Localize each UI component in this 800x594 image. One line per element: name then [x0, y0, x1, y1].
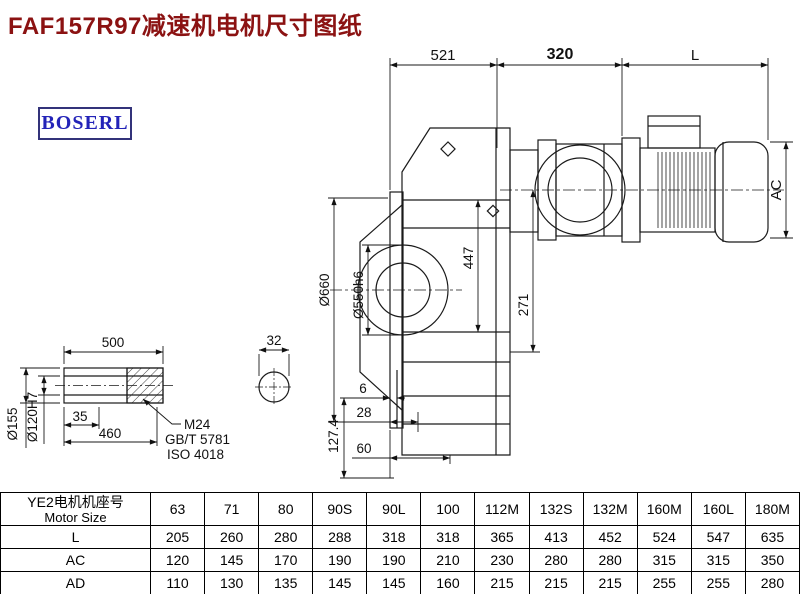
- dimension-value-cell: 170: [258, 548, 314, 572]
- dimension-value-cell: 547: [690, 525, 746, 549]
- dimension-value-cell: 215: [528, 571, 584, 594]
- gearbox-housing: [401, 127, 511, 456]
- dimension-value-cell: 280: [744, 571, 800, 594]
- dim-label-60: 60: [356, 441, 371, 456]
- dimension-value-cell: 205: [149, 525, 206, 549]
- eyebolt-symbol: [440, 141, 456, 157]
- frame-size-column-header: 132S: [528, 492, 584, 526]
- dim-label-660: Ø660: [317, 273, 332, 306]
- dimension-value-cell: 524: [636, 525, 692, 549]
- dimension-value-cell: 255: [636, 571, 692, 594]
- row-label: L: [0, 525, 151, 549]
- dimension-value-cell: 135: [258, 571, 314, 594]
- dimension-value-cell: 280: [258, 525, 314, 549]
- dim-label-6: 6: [359, 381, 367, 396]
- frame-size-column-header: 180M: [744, 492, 800, 526]
- dimension-value-cell: 280: [582, 548, 638, 572]
- motor-size-header-cn: YE2电机机座号: [27, 493, 124, 510]
- fan-cover: [714, 141, 769, 243]
- dim-label-500: 500: [102, 335, 125, 350]
- terminal-box: [647, 115, 701, 149]
- page-title: FAF157R97减速机电机尺寸图纸: [8, 13, 363, 40]
- boserl-logo-text: BOSERL: [41, 112, 129, 134]
- dimension-value-cell: 350: [744, 548, 800, 572]
- dimension-value-cell: 145: [366, 571, 422, 594]
- dimension-value-cell: 280: [528, 548, 584, 572]
- frame-size-column-header: 71: [204, 492, 260, 526]
- dimension-value-cell: 190: [366, 548, 422, 572]
- dim-label-320: 320: [547, 46, 574, 63]
- dimension-value-cell: 160: [420, 571, 476, 594]
- dimension-value-cell: 315: [636, 548, 692, 572]
- frame-size-column-header: 112M: [474, 492, 530, 526]
- dim-label-550: Ø550h6: [351, 271, 366, 319]
- dimension-value-cell: 260: [204, 525, 260, 549]
- dim-label-AC: AC: [768, 179, 785, 200]
- dimension-value-cell: 288: [312, 525, 368, 549]
- thread-standard-gbt: GB/T 5781: [165, 432, 230, 447]
- thread-leader: [142, 398, 181, 425]
- motor-size-header-en: Motor Size: [44, 509, 107, 525]
- frame-size-column-header: 100: [420, 492, 476, 526]
- shaft-detail-view: [55, 367, 174, 404]
- frame-size-column-header: 90S: [312, 492, 368, 526]
- dim-label-L: L: [691, 47, 699, 64]
- dim-label-120: Ø120H7: [25, 392, 40, 442]
- shaft-end-view: [255, 368, 293, 406]
- dimension-value-cell: 635: [744, 525, 800, 549]
- dimension-value-cell: 413: [528, 525, 584, 549]
- frame-size-column-header: 132M: [582, 492, 638, 526]
- dimension-value-cell: 365: [474, 525, 530, 549]
- frame-size-column-header: 90L: [366, 492, 422, 526]
- dim-label-127: 127.4: [326, 419, 341, 453]
- dimension-value-cell: 215: [474, 571, 530, 594]
- dim-label-447: 447: [461, 247, 476, 270]
- dimension-value-cell: 130: [204, 571, 260, 594]
- dim-label-35: 35: [72, 409, 87, 424]
- dim-label-155: Ø155: [5, 407, 20, 440]
- dimension-value-cell: 315: [690, 548, 746, 572]
- row-label: AC: [0, 548, 151, 572]
- dim-label-28: 28: [356, 405, 371, 420]
- main-view: [330, 115, 784, 456]
- thread-standard-iso: ISO 4018: [167, 447, 224, 462]
- dimension-value-cell: 145: [312, 571, 368, 594]
- boserl-logo: BOSERL: [38, 107, 132, 140]
- dimension-value-cell: 120: [149, 548, 206, 572]
- dimension-value-cell: 110: [149, 571, 206, 594]
- dimension-value-cell: 318: [420, 525, 476, 549]
- dimension-value-cell: 215: [582, 571, 638, 594]
- dimension-labels: 521 320 L AC Ø660 Ø550h6 447 271 500 32 …: [5, 46, 785, 462]
- dimension-value-cell: 145: [204, 548, 260, 572]
- dimension-value-cell: 190: [312, 548, 368, 572]
- dimension-value-cell: 452: [582, 525, 638, 549]
- dim-label-460: 460: [99, 426, 122, 441]
- frame-size-column-header: 160L: [690, 492, 746, 526]
- dim-label-32: 32: [266, 333, 281, 348]
- plug-symbol: [486, 204, 500, 218]
- dim-label-521: 521: [430, 47, 455, 64]
- motor-size-header: YE2电机机座号 Motor Size: [0, 492, 151, 526]
- flange-bell: [359, 204, 403, 411]
- frame-size-column-header: 160M: [636, 492, 692, 526]
- dimension-value-cell: 210: [420, 548, 476, 572]
- dimension-lines: [20, 58, 793, 479]
- row-label: AD: [0, 571, 151, 594]
- input-adapter: [509, 149, 539, 233]
- dim-label-271: 271: [516, 294, 531, 317]
- dimension-value-cell: 318: [366, 525, 422, 549]
- dimension-value-cell: 230: [474, 548, 530, 572]
- frame-size-column-header: 63: [149, 492, 206, 526]
- thread-label: M24: [184, 417, 211, 432]
- dimension-value-cell: 255: [690, 571, 746, 594]
- frame-size-column-header: 80: [258, 492, 314, 526]
